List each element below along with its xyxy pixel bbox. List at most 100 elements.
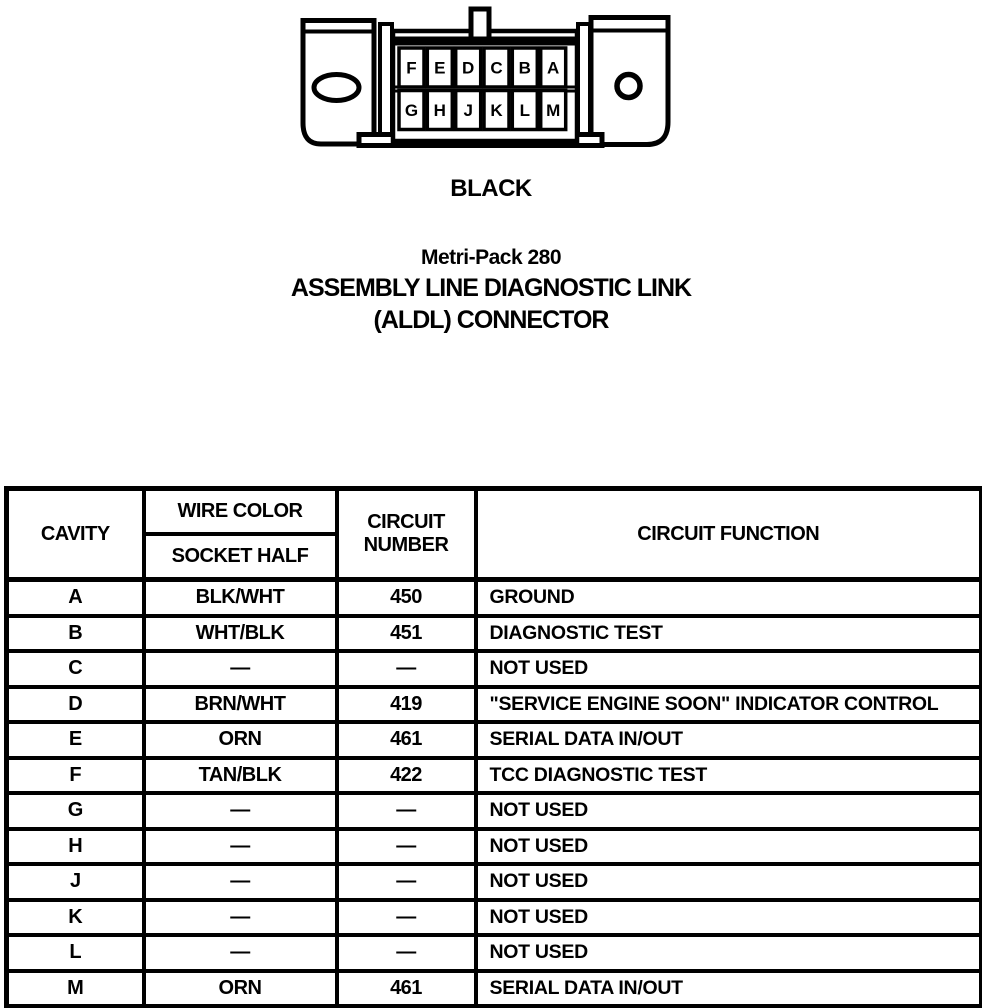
circuit-number-cell: —	[334, 791, 478, 831]
pin-cavity-h	[425, 88, 455, 132]
header-circuit-function: CIRCUIT FUNCTION	[473, 486, 982, 582]
table-row: L — — NOT USED	[4, 933, 982, 973]
cavity-cell: M	[4, 968, 146, 1008]
table-row: A BLK/WHT 450 GROUND	[4, 577, 982, 618]
circuit-function-cell: NOT USED	[473, 649, 982, 689]
circuit-number-cell: 461	[334, 968, 478, 1008]
wire-color-cell: —	[141, 862, 339, 902]
circuit-function-cell: NOT USED	[473, 933, 982, 973]
circuit-number-cell: 419	[334, 684, 478, 724]
pin-cavity-m	[538, 88, 568, 132]
pin-label: J	[463, 101, 472, 120]
table-row: H — — NOT USED	[4, 826, 982, 866]
circuit-number-cell: 451	[334, 613, 478, 653]
right-rail	[576, 22, 592, 144]
table-row: G — — NOT USED	[4, 791, 982, 831]
cavity-cell: B	[4, 613, 146, 653]
pin-label: F	[406, 59, 416, 78]
table-row: J — — NOT USED	[4, 862, 982, 902]
pin-cavity-l	[510, 88, 540, 132]
body-top-bar	[395, 36, 575, 46]
circuit-function-cell: TCC DIAGNOSTIC TEST	[473, 755, 982, 795]
table-row: M ORN 461 SERIAL DATA IN/OUT	[4, 968, 982, 1008]
circuit-function-cell: NOT USED	[473, 897, 982, 937]
table-row: F TAN/BLK 422 TCC DIAGNOSTIC TEST	[4, 755, 982, 795]
circuit-number-cell: 450	[334, 577, 478, 618]
cavity-cell: L	[4, 933, 146, 973]
circuit-table: CAVITY WIRE COLOR CIRCUIT NUMBER CIRCUIT…	[4, 486, 982, 1008]
cavity-cell: G	[4, 791, 146, 831]
pin-label: K	[490, 101, 503, 120]
circuit-number-cell: —	[334, 933, 478, 973]
table-row: B WHT/BLK 451 DIAGNOSTIC TEST	[4, 613, 982, 653]
pin-cavity-c	[482, 46, 511, 89]
circuit-function-cell: SERIAL DATA IN/OUT	[473, 968, 982, 1008]
pin-label: L	[520, 101, 530, 120]
cavity-cell: K	[4, 897, 146, 937]
aldl-connector-diagram: F E D C B A G H J K L M	[300, 6, 671, 148]
cavity-cell: F	[4, 755, 146, 795]
cavity-cell: C	[4, 649, 146, 689]
header-wire-color: WIRE COLOR	[141, 486, 339, 536]
wire-color-cell: —	[141, 897, 339, 937]
left-rail	[378, 22, 394, 144]
pin-label: M	[546, 101, 560, 120]
pin-cavity-k	[482, 88, 511, 132]
pin-cavity-d	[453, 46, 483, 89]
wire-color-cell: —	[141, 933, 339, 973]
cavity-cell: H	[4, 826, 146, 866]
header-cavity: CAVITY	[4, 486, 146, 582]
circuit-function-cell: SERIAL DATA IN/OUT	[473, 720, 982, 760]
header-socket-half: SOCKET HALF	[141, 532, 339, 582]
circuit-function-cell: "SERVICE ENGINE SOON" INDICATOR CONTROL	[473, 684, 982, 724]
header-circuit-number: CIRCUIT NUMBER	[334, 486, 478, 582]
wire-color-cell: —	[141, 791, 339, 831]
table-row: K — — NOT USED	[4, 897, 982, 937]
pin-label: D	[462, 59, 474, 78]
cavity-cell: E	[4, 720, 146, 760]
wire-color-cell: ORN	[141, 720, 339, 760]
connector-color-label: BLACK	[450, 175, 532, 202]
table-header: CAVITY WIRE COLOR CIRCUIT NUMBER CIRCUIT…	[4, 486, 982, 582]
pin-label: E	[434, 59, 445, 78]
pin-cavity-e	[425, 46, 455, 89]
wire-color-cell: —	[141, 649, 339, 689]
wire-color-cell: TAN/BLK	[141, 755, 339, 795]
header-circuit-number-line2: NUMBER	[363, 534, 449, 556]
latch-tab	[468, 6, 492, 42]
table-row: C — — NOT USED	[4, 649, 982, 689]
pin-cavity-j	[453, 88, 483, 132]
circuit-number-cell: —	[334, 862, 478, 902]
pin-label: C	[490, 59, 502, 78]
pin-label: G	[405, 101, 418, 120]
circuit-number-cell: —	[334, 897, 478, 937]
oval-mounting-hole-icon	[311, 72, 362, 103]
header-circuit-number-line1: CIRCUIT	[367, 511, 445, 533]
wire-color-cell: —	[141, 826, 339, 866]
circuit-function-cell: NOT USED	[473, 791, 982, 831]
cavity-cell: D	[4, 684, 146, 724]
pin-grid: F E D C B A G H J K L M	[397, 46, 568, 132]
round-mounting-hole-icon	[614, 71, 643, 101]
pin-label: H	[434, 101, 446, 120]
page-subtitle: (ALDL) CONNECTOR	[373, 306, 610, 334]
table-row: E ORN 461 SERIAL DATA IN/OUT	[4, 720, 982, 760]
wire-color-cell: ORN	[141, 968, 339, 1008]
circuit-function-cell: GROUND	[473, 577, 982, 618]
pin-label: A	[547, 59, 559, 78]
cavity-cell: A	[4, 577, 146, 618]
circuit-number-cell: 422	[334, 755, 478, 795]
pin-cavity-b	[510, 46, 540, 89]
page-title: ASSEMBLY LINE DIAGNOSTIC LINK	[290, 274, 692, 302]
cavity-cell: J	[4, 862, 146, 902]
pin-label: B	[519, 59, 531, 78]
wire-color-cell: WHT/BLK	[141, 613, 339, 653]
circuit-number-cell: —	[334, 826, 478, 866]
table-body: A BLK/WHT 450 GROUND B WHT/BLK 451 DIAGN…	[4, 577, 982, 1008]
table-row: D BRN/WHT 419 "SERVICE ENGINE SOON" INDI…	[4, 684, 982, 724]
circuit-number-cell: —	[334, 649, 478, 689]
connector-series-label: Metri-Pack 280	[420, 246, 562, 269]
wire-color-cell: BRN/WHT	[141, 684, 339, 724]
pin-cavity-a	[538, 46, 568, 89]
